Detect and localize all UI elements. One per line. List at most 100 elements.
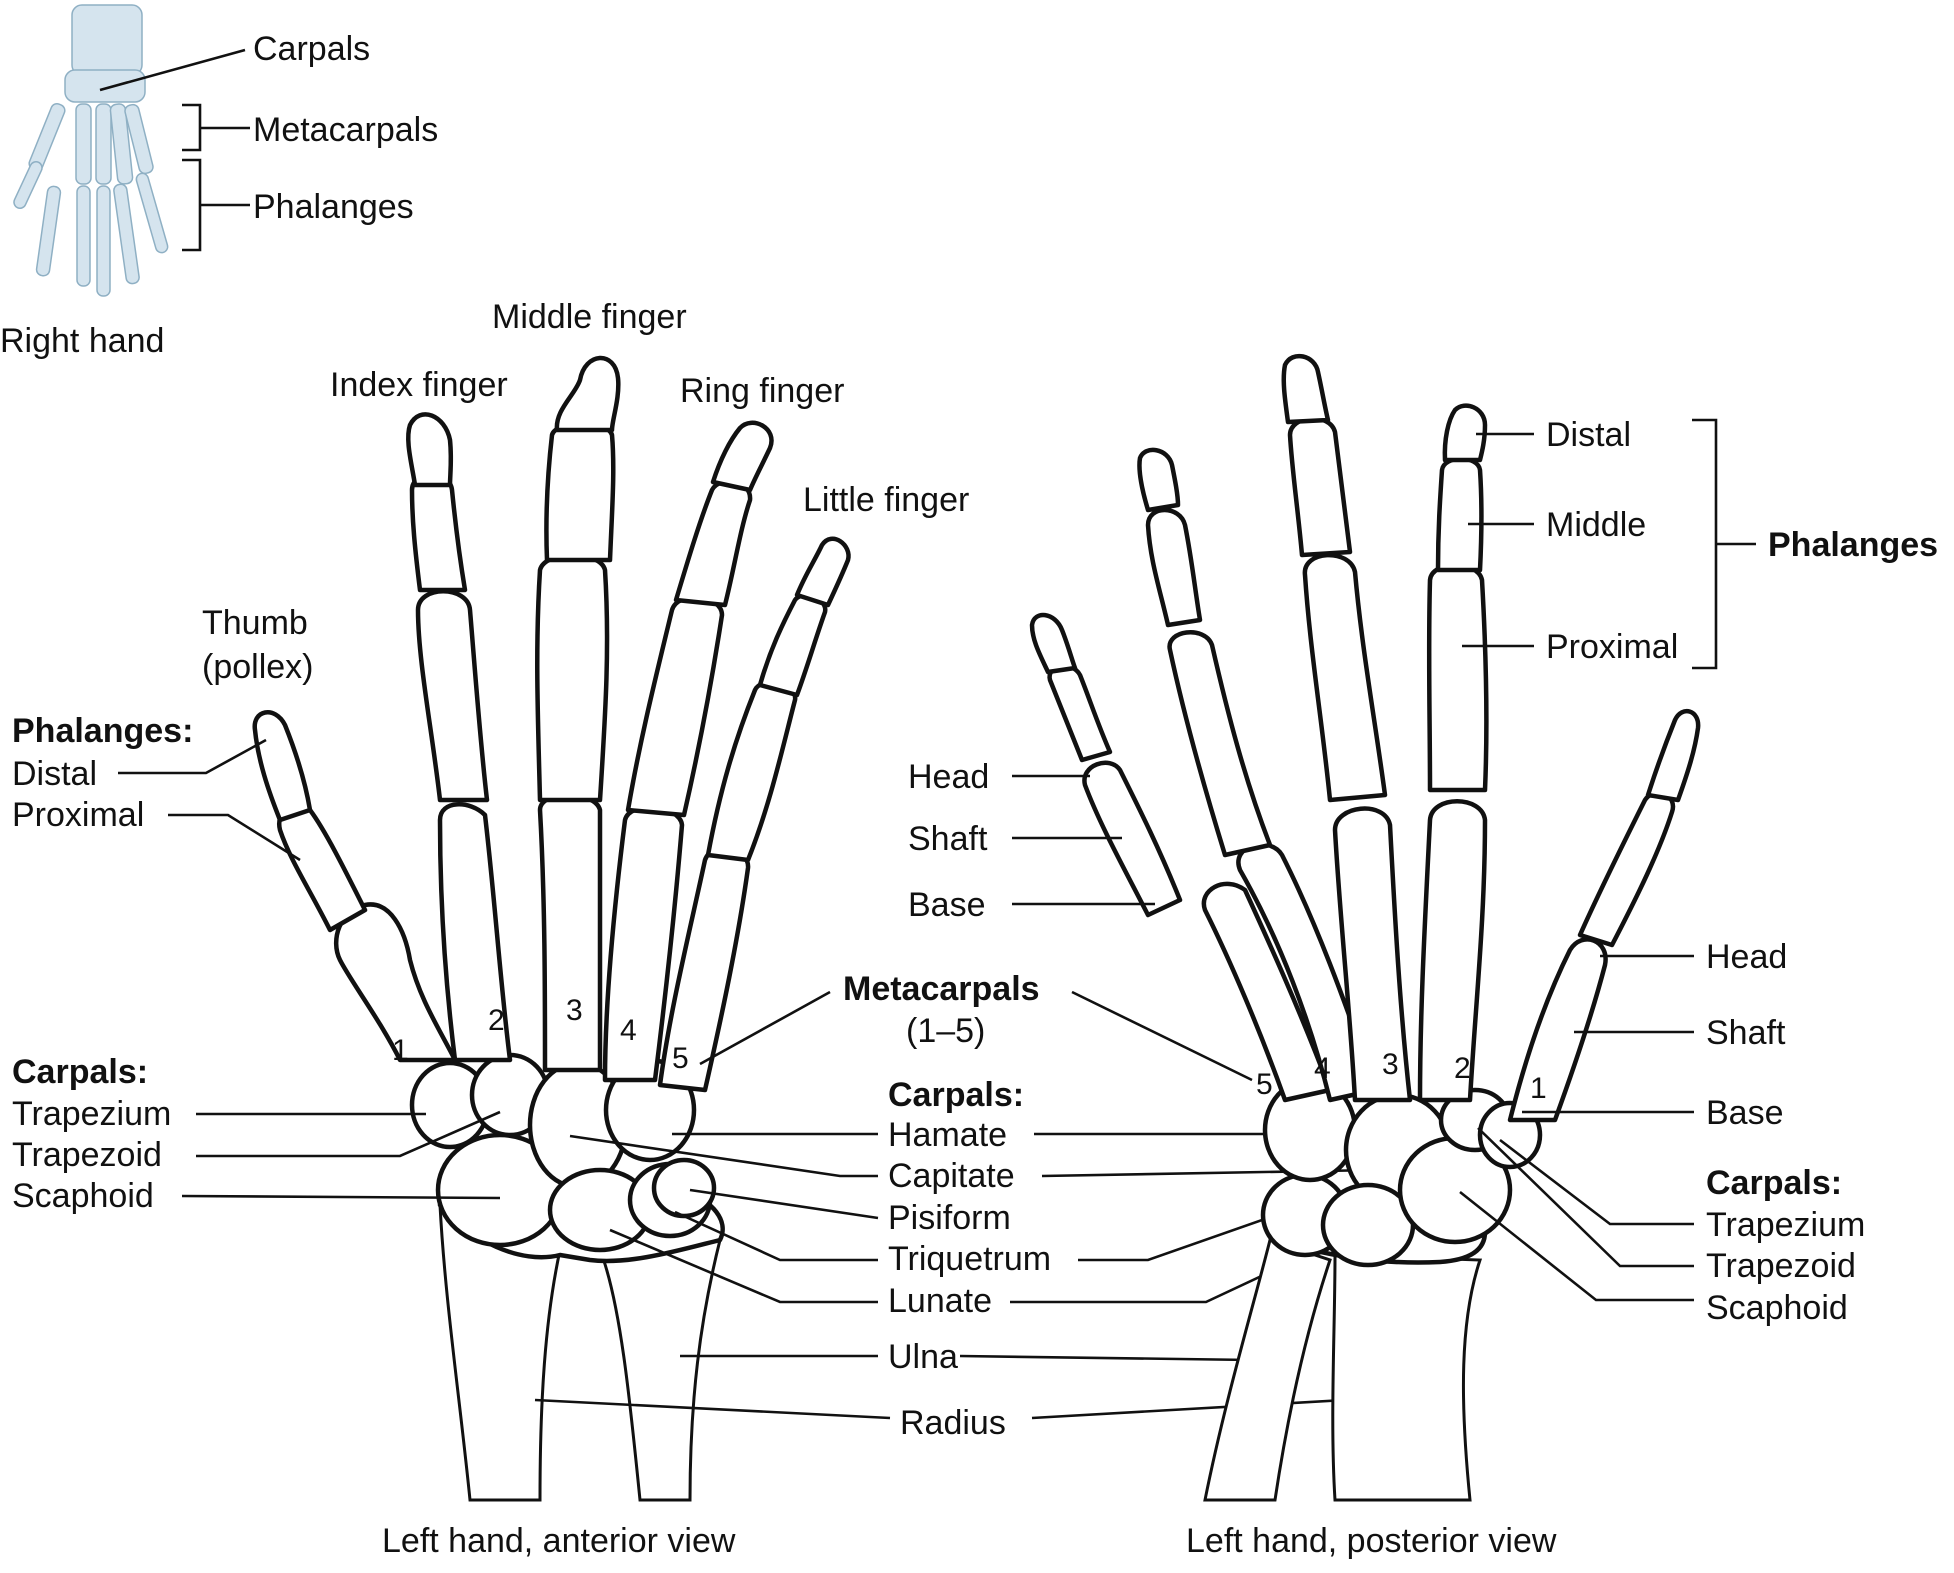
- posterior-metacarpal-5: [1201, 881, 1333, 1103]
- anterior-mc-number-3: 3: [566, 994, 583, 1027]
- posterior-index-distal-phalanx: [1442, 403, 1488, 463]
- posterior-fingers: [1029, 353, 1701, 1123]
- inset-label-metacarpals: Metacarpals: [253, 111, 438, 149]
- leader-anterior-distal: [118, 738, 267, 775]
- posterior-mc-number-4: 4: [1314, 1052, 1331, 1085]
- center-labels: Metacarpals (1–5) Carpals: Hamate Capita…: [534, 970, 1381, 1442]
- anterior-metacarpal-1: [333, 902, 458, 1063]
- inset-label-carpals: Carpals: [253, 30, 370, 68]
- posterior-metacarpal-part-labels: Head Shaft Base: [1522, 938, 1787, 1132]
- posterior-ulna-bone: [1203, 1238, 1332, 1502]
- anterior-mc-number-4: 4: [620, 1014, 637, 1047]
- anterior-finger-labels: Thumb (pollex) Index finger Middle finge…: [202, 298, 969, 686]
- posterior-label-shaft-right: Shaft: [1706, 1014, 1786, 1052]
- leader-capitate-anterior: [569, 1134, 878, 1178]
- anterior-little-middle-phalanx: [757, 593, 828, 698]
- anterior-label-scaphoid: Scaphoid: [12, 1177, 154, 1215]
- posterior-view: 5 4 3 2 1 Head Shaft Base Distal Middle …: [908, 353, 1938, 1560]
- anterior-thumb-distal-phalanx: [252, 710, 313, 823]
- leader-anterior-trapezoid: [196, 1110, 501, 1158]
- posterior-label-trapezoid: Trapezoid: [1706, 1247, 1856, 1285]
- posterior-label-head-right: Head: [1706, 938, 1787, 976]
- posterior-label-trapezium: Trapezium: [1706, 1206, 1865, 1244]
- anterior-metacarpal-numbers: 1 2 3 4 5: [392, 994, 689, 1075]
- anterior-ring-middle-phalanx: [673, 479, 753, 608]
- posterior-thumb-proximal-phalanx: [1577, 790, 1676, 948]
- posterior-thumb-distal-phalanx: [1645, 708, 1701, 803]
- posterior-label-head-left: Head: [908, 758, 989, 796]
- anterior-mc-number-1: 1: [392, 1034, 409, 1067]
- posterior-middle-proximal-phalanx: [1302, 552, 1388, 803]
- anterior-little-proximal-phalanx: [705, 680, 798, 863]
- anterior-label-trapezoid: Trapezoid: [12, 1136, 162, 1174]
- leader-radius-posterior: [1031, 1396, 1381, 1420]
- posterior-metacarpal-numbers: 5 4 3 2 1: [1256, 1048, 1547, 1105]
- anterior-ring-distal-phalanx: [710, 420, 774, 493]
- anterior-index-proximal-phalanx: [415, 589, 490, 803]
- anterior-metacarpal-2: [437, 802, 513, 1063]
- leader-posterior-trapezium: [1499, 1138, 1694, 1226]
- posterior-phalanges-bracket: [1692, 418, 1756, 670]
- posterior-mc-number-3: 3: [1382, 1048, 1399, 1081]
- posterior-middle-distal-phalanx: [1281, 353, 1331, 425]
- anterior-carpals-title: Carpals:: [12, 1053, 148, 1091]
- posterior-label-proximal: Proximal: [1546, 628, 1678, 666]
- inset-carpals-leader: [99, 48, 246, 92]
- label-ring-finger: Ring finger: [680, 372, 844, 410]
- anterior-metacarpal-3: [537, 792, 603, 1073]
- center-metacarpals-range: (1–5): [906, 1012, 985, 1050]
- label-thumb: Thumb: [202, 604, 308, 642]
- anterior-phalanges-labels: Phalanges: Distal Proximal: [12, 712, 301, 862]
- label-thumb-pollex: (pollex): [202, 648, 313, 686]
- posterior-label-base-left: Base: [908, 886, 986, 924]
- posterior-metacarpal-2: [1417, 799, 1488, 1103]
- label-index-finger: Index finger: [330, 366, 508, 404]
- posterior-carpals-labels: Carpals: Trapezium Trapezoid Scaphoid: [1459, 1127, 1865, 1327]
- anterior-middle-middle-phalanx: [544, 421, 616, 563]
- posterior-phalanges-labels: Distal Middle Proximal Phalanges: [1462, 416, 1938, 670]
- posterior-index-middle-phalanx: [1435, 456, 1484, 573]
- anterior-index-distal-phalanx: [406, 412, 454, 488]
- leader-metacarpals-posterior: [1071, 990, 1253, 1082]
- posterior-little-middle-phalanx: [1047, 663, 1113, 763]
- anterior-view: 1 2 3 4 5 Thumb (pollex) Index finger Mi…: [12, 298, 969, 1560]
- anterior-ring-proximal-phalanx: [625, 595, 725, 818]
- posterior-ring-distal-phalanx: [1137, 447, 1181, 513]
- center-label-capitate: Capitate: [888, 1157, 1015, 1195]
- anterior-carpals-labels: Carpals: Trapezium Trapezoid Scaphoid: [12, 1053, 501, 1215]
- center-label-radius: Radius: [900, 1404, 1006, 1442]
- anterior-label-trapezium: Trapezium: [12, 1095, 171, 1133]
- anterior-label-proximal: Proximal: [12, 796, 144, 834]
- anterior-mc-number-2: 2: [488, 1004, 505, 1037]
- anterior-radius-bone: [438, 1202, 562, 1502]
- posterior-caption: Left hand, posterior view: [1186, 1522, 1557, 1560]
- posterior-index-proximal-phalanx: [1426, 562, 1489, 793]
- leader-triquetrum-anterior: [674, 1210, 878, 1262]
- center-label-ulna: Ulna: [888, 1338, 958, 1376]
- posterior-ring-proximal-phalanx: [1167, 630, 1273, 858]
- posterior-little-proximal-phalanx: [1082, 760, 1183, 918]
- posterior-mc-number-2: 2: [1454, 1052, 1471, 1085]
- leader-radius-anterior: [534, 1398, 891, 1420]
- anterior-little-distal-phalanx: [794, 536, 851, 608]
- inset-right-hand: Carpals Metacarpals Phalanges Right hand: [0, 4, 438, 360]
- leader-pisiform: [689, 1188, 879, 1220]
- center-label-triquetrum: Triquetrum: [888, 1240, 1051, 1278]
- inset-caption: Right hand: [0, 322, 164, 360]
- anterior-phalanges-title: Phalanges:: [12, 712, 193, 750]
- inset-hand-bones: [13, 4, 169, 297]
- posterior-carpals: [1260, 1077, 1543, 1268]
- posterior-label-distal: Distal: [1546, 416, 1631, 454]
- leader-ulna-posterior: [959, 1354, 1253, 1362]
- inset-phalanges-bracket: [182, 158, 250, 252]
- leader-anterior-proximal: [168, 813, 301, 862]
- posterior-label-scaphoid: Scaphoid: [1706, 1289, 1848, 1327]
- label-middle-finger: Middle finger: [492, 298, 687, 336]
- anterior-fingers: [252, 355, 851, 1093]
- posterior-metacarpal-1: [1507, 937, 1608, 1123]
- center-metacarpals-title: Metacarpals: [843, 970, 1040, 1008]
- anterior-middle-distal-phalanx: [554, 355, 621, 433]
- inset-metacarpals-bracket: [182, 103, 250, 152]
- posterior-mc-number-1: 1: [1530, 1072, 1547, 1105]
